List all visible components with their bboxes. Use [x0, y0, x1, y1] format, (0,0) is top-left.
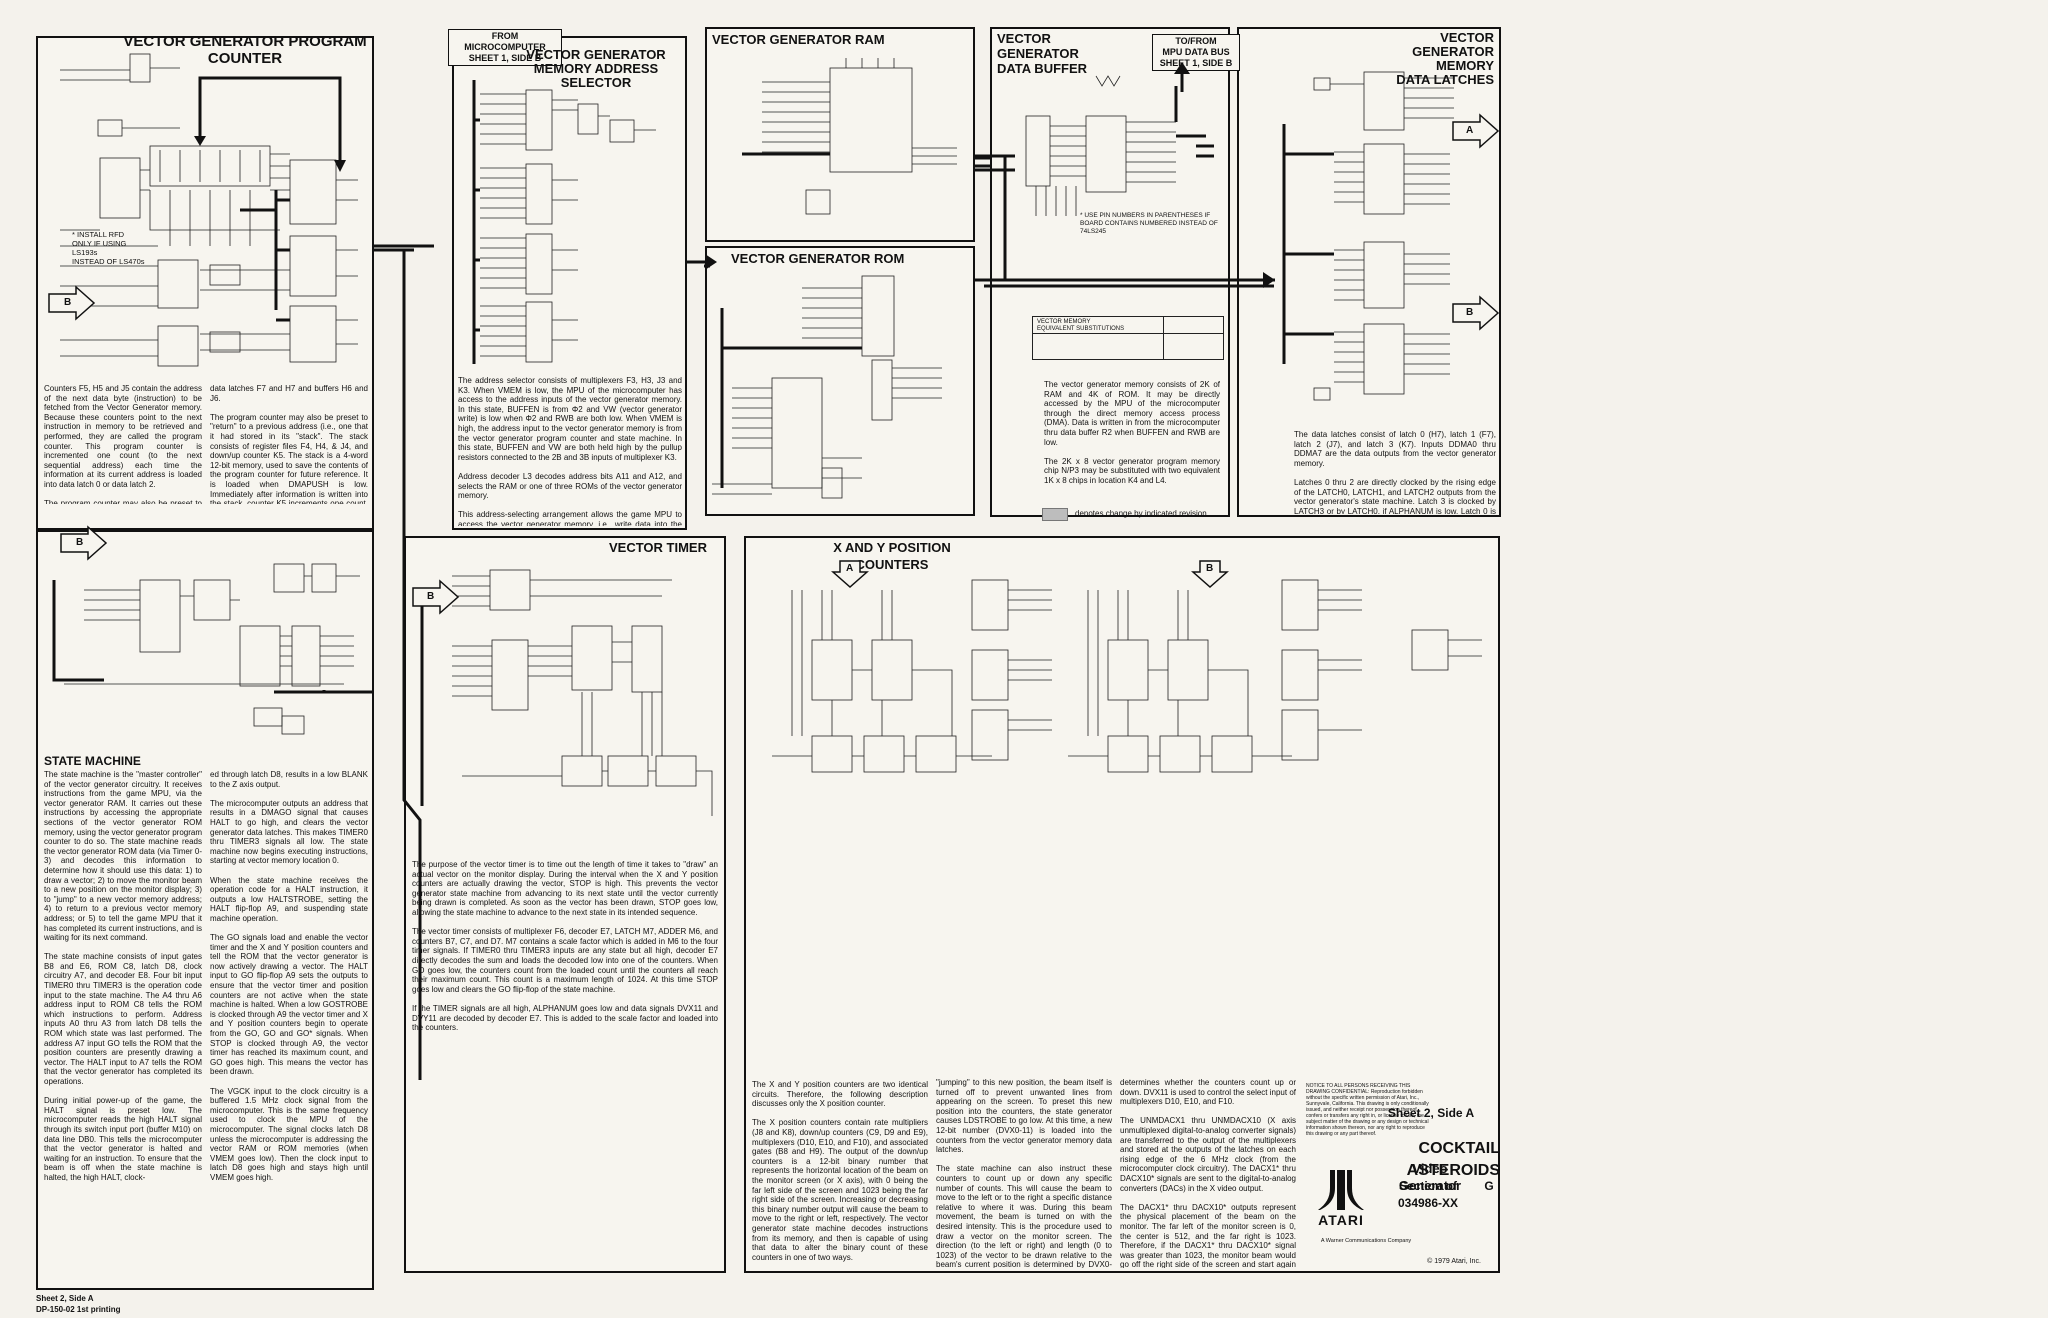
pc-description-left: Counters F5, H5 and J5 contain the addre… — [44, 384, 202, 504]
buffer-schematic — [1025, 75, 1206, 216]
program-counter-schematic — [60, 53, 358, 367]
ram-schematic — [742, 58, 957, 215]
legal-notice: NOTICE TO ALL PERSONS RECEIVING THIS DRA… — [1306, 1083, 1429, 1137]
atari-brand: ATARI — [1318, 1212, 1364, 1228]
buffer-note: * USE PIN NUMBERS IN PARENTHESES IF BOAR… — [1080, 212, 1218, 235]
atari-company: A Warner Communications Company — [1320, 1238, 1412, 1244]
state-machine-schematic — [52, 563, 374, 735]
vector-rom-panel — [705, 246, 975, 516]
vector-timer-schematic — [420, 569, 713, 816]
buffer-up-arrow — [1174, 62, 1190, 92]
xy-counters-panel — [744, 536, 1500, 1273]
xy-counters-title: X AND Y POSITION COUNTERS — [833, 540, 951, 572]
vector-timer-title: VECTOR TIMER — [609, 540, 707, 555]
data-bus-lines — [975, 154, 1275, 288]
address-selector-schematic — [472, 80, 656, 364]
state-machine-title: STATE MACHINE — [44, 754, 141, 768]
mpu-data-bus-tag: TO/FROM MPU DATA BUS SHEET 1, SIDE B — [1152, 34, 1240, 71]
sheet-label: Sheet 2, Side A — [1387, 1106, 1475, 1120]
state-machine-description-right: ed through latch D8, results in a low BL… — [210, 770, 368, 1182]
pc-description-right: data latches F7 and H7 and buffers H6 an… — [210, 384, 368, 504]
b-arrow-timer — [412, 579, 460, 615]
section-number: Section of 034986-XX — [1397, 1179, 1459, 1210]
program-counter-title: VECTOR GENERATOR PROGRAM COUNTER — [123, 33, 367, 67]
product-subtitle: Video Generator — [1398, 1161, 1462, 1193]
a-label-xy: A — [846, 563, 854, 574]
program-counter-panel — [36, 36, 374, 530]
latches-description: The data latches consist of latch 0 (H7)… — [1294, 430, 1496, 514]
b-label-xy: B — [1206, 563, 1214, 574]
copyright: © 1979 Atari, Inc. — [1427, 1258, 1481, 1265]
atari-logo — [1318, 1170, 1364, 1210]
b-label-timer: B — [427, 591, 435, 602]
a-arrow-latches — [1452, 113, 1500, 149]
product-title: COCKTAIL ASTEROIDS — [1406, 1140, 1500, 1179]
a-label-latches: A — [1466, 125, 1474, 136]
latches-schematic — [1282, 71, 1454, 401]
xy-counters-schematic — [772, 579, 1482, 773]
state-machine-panel — [36, 530, 374, 1290]
main-vertical-bus — [374, 248, 422, 1080]
timer-description: The purpose of the vector timer is to ti… — [412, 860, 718, 1033]
b-arrow-pc — [48, 285, 96, 321]
xy-description-3: determines whether the counters count up… — [1120, 1078, 1296, 1268]
data-buffer-panel — [990, 27, 1230, 517]
state-machine-description-left: The state machine is the "master control… — [44, 770, 202, 1182]
vector-ram-panel — [705, 27, 975, 242]
b-label-latches: B — [1466, 307, 1474, 318]
data-buffer-title: VECTOR GENERATOR DATA BUFFER — [997, 31, 1088, 76]
rom-substitution-table: VECTOR MEMORY EQUIVALENT SUBSTITUTIONS — [1032, 316, 1224, 360]
b-arrow-latches — [1452, 295, 1500, 331]
vector-timer-panel — [404, 536, 726, 1273]
b-arrow-state — [60, 525, 108, 561]
b-arrow-xy — [1191, 560, 1229, 589]
install-note: * INSTALL RFD ONLY IF USING LS193s INSTE… — [72, 230, 145, 266]
mas-description: The address selector consists of multipl… — [458, 376, 682, 526]
xy-description-1: The X and Y position counters are two id… — [752, 1080, 928, 1262]
revision-swatch — [1042, 508, 1068, 521]
revision-letter: G — [1484, 1179, 1494, 1193]
revision-note: denotes change by indicated revision — [1075, 509, 1207, 518]
ram-rom-description: The vector generator memory consists of … — [1044, 380, 1220, 485]
bus-to-ram — [687, 254, 717, 270]
b-label-pc: B — [64, 297, 72, 308]
vector-rom-title: VECTOR GENERATOR ROM — [731, 251, 905, 266]
rom-schematic — [712, 275, 942, 499]
from-microcomputer-tag: FROM MICROCOMPUTER SHEET 1, SIDE B — [448, 29, 562, 66]
a-arrow-xy — [831, 560, 869, 589]
vector-ram-title: VECTOR GENERATOR RAM — [712, 32, 885, 47]
footer-sheet: Sheet 2, Side A — [36, 1294, 94, 1303]
xy-description-2: "jumping" to this new position, the beam… — [936, 1078, 1112, 1268]
b-label-state: B — [76, 537, 84, 548]
memory-address-selector-panel — [452, 36, 687, 530]
footer-printing: DP-150-02 1st printing — [36, 1305, 121, 1314]
data-latches-title: VECTOR GENERATOR MEMORY DATA LATCHES — [1396, 30, 1494, 87]
data-latches-panel — [1237, 27, 1501, 517]
memory-address-selector-title: VECTOR GENERATOR MEMORY ADDRESS SELECTOR — [526, 47, 666, 90]
